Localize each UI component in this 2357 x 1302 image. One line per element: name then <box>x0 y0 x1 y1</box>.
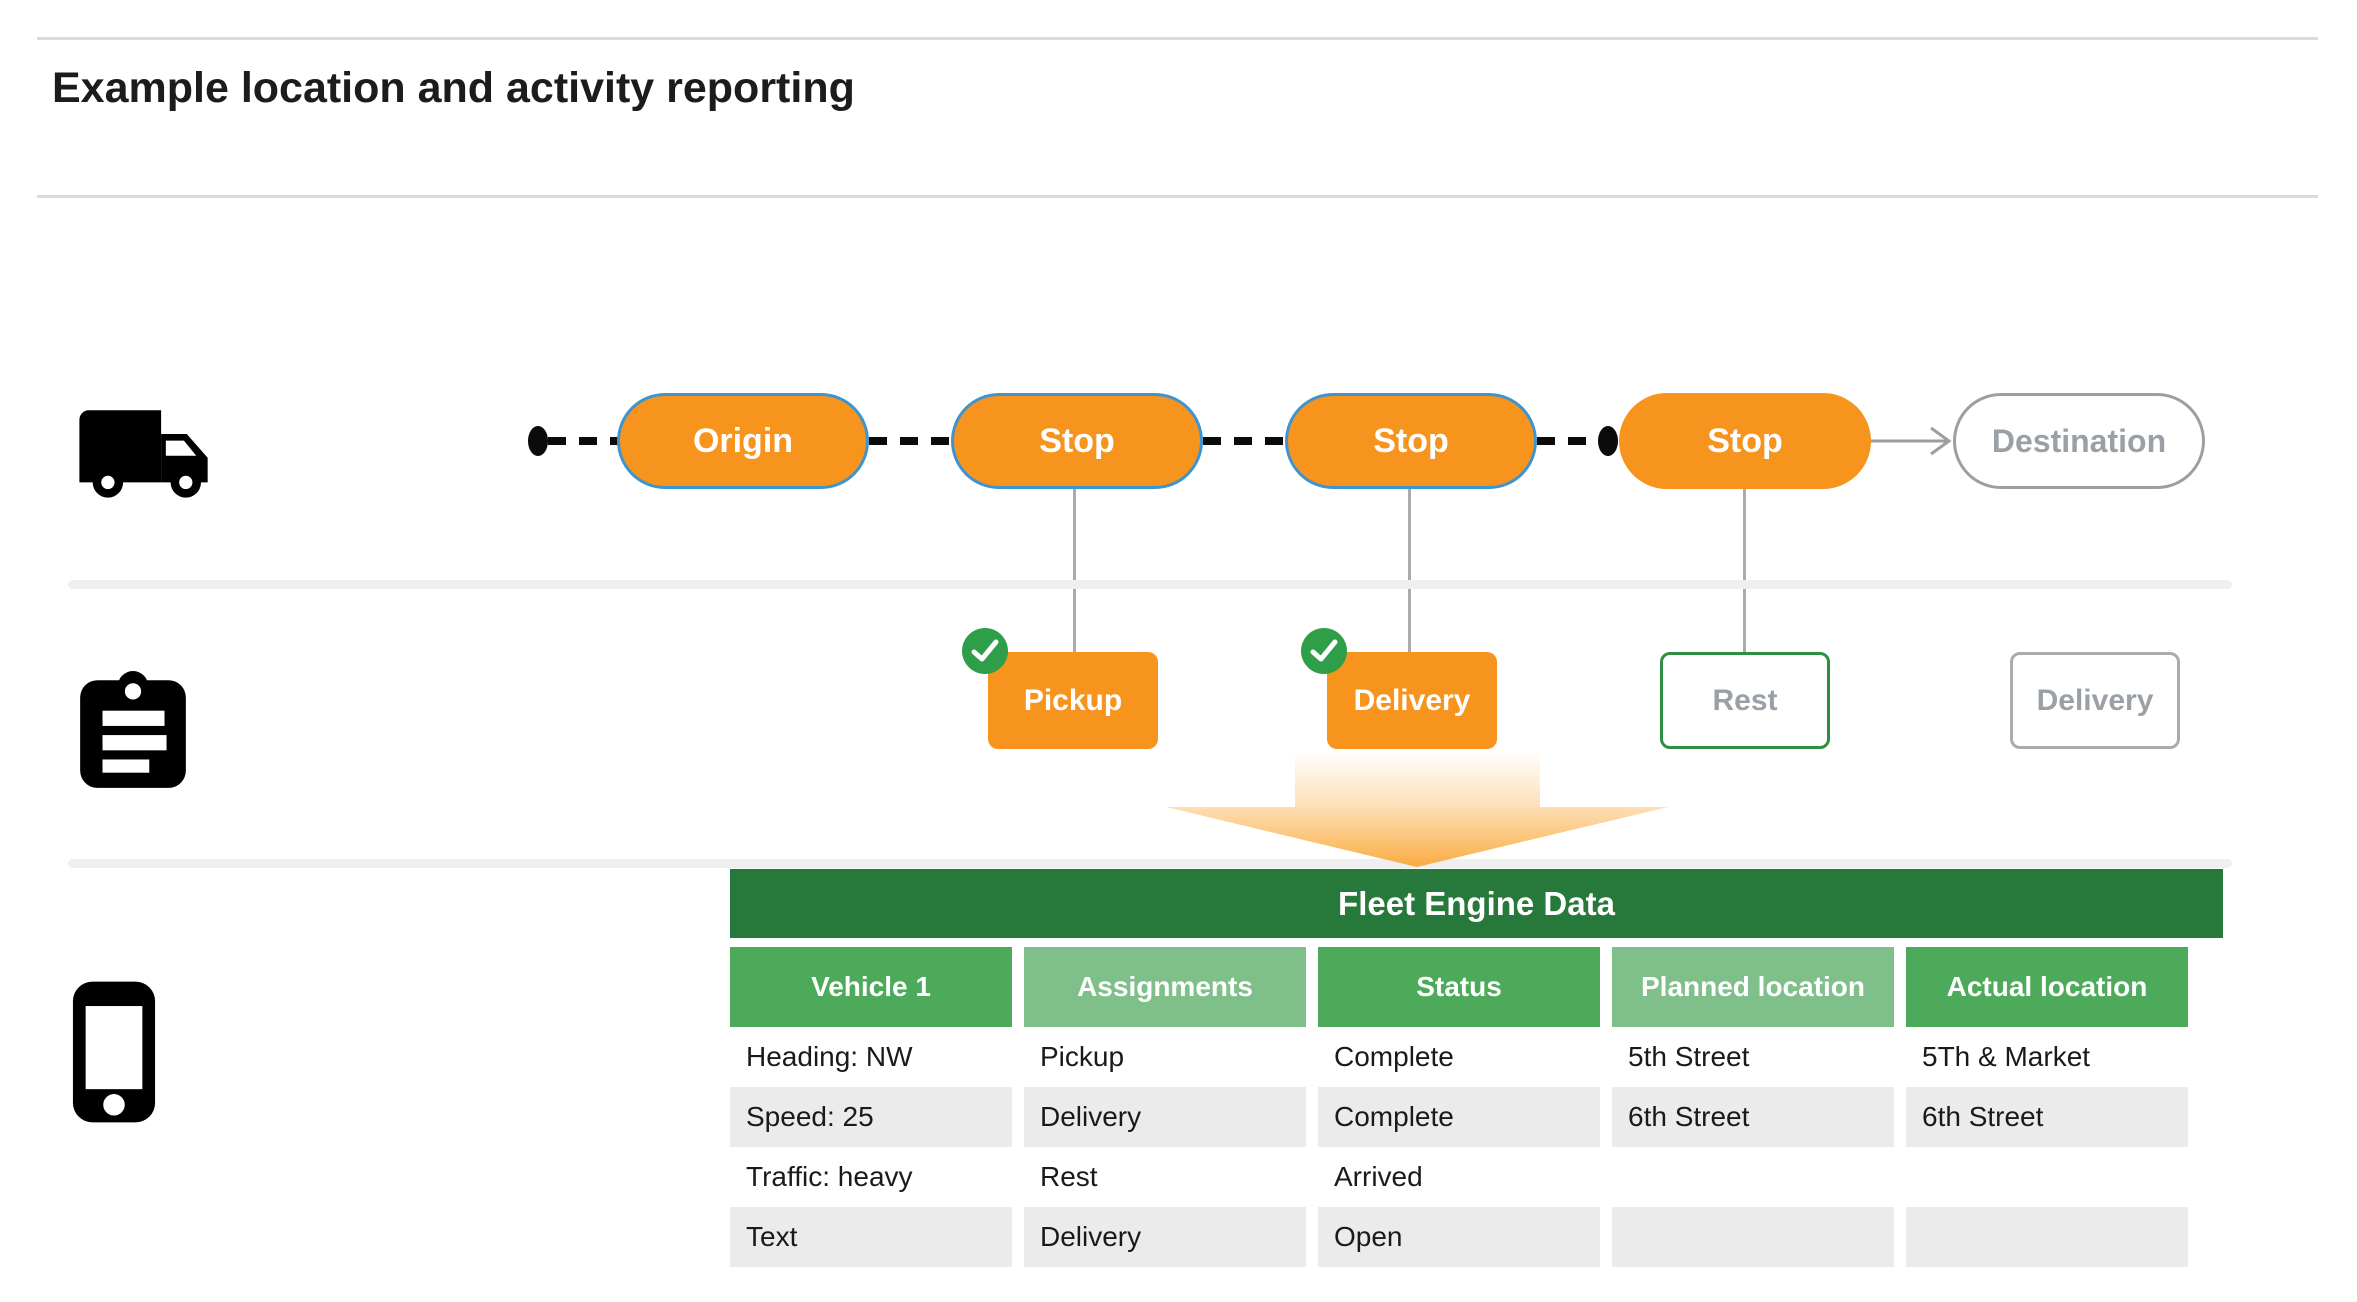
route-mid-dot <box>1598 426 1618 456</box>
table-cell: Delivery <box>1024 1207 1306 1267</box>
table-cell: 5Th & Market <box>1922 1041 2091 1072</box>
pill-label: Stop <box>1039 421 1115 460</box>
check-icon <box>1301 628 1347 674</box>
stop-activity-connector <box>1408 489 1411 652</box>
column-header-label: Assignments <box>1077 971 1253 1002</box>
table-cell: Text <box>730 1207 1012 1267</box>
column-header-vehicle: Vehicle 1 <box>730 947 1012 1027</box>
pill-label: Stop <box>1707 421 1783 460</box>
top-rule <box>37 37 2318 40</box>
table-cell: 5th Street <box>1628 1041 1750 1072</box>
page-title: Example location and activity reporting <box>52 64 855 112</box>
table-cell: Arrived <box>1334 1161 1423 1192</box>
table-cell: Pickup <box>1040 1041 1125 1072</box>
route-pill-origin: Origin <box>617 393 869 489</box>
activity-box-delivery-2: Delivery <box>2010 652 2180 749</box>
check-icon <box>962 628 1008 674</box>
clipboard-icon <box>72 668 194 792</box>
pill-label: Destination <box>1991 422 2167 459</box>
table-title: Fleet Engine Data <box>1338 884 1615 922</box>
phone-icon <box>70 978 158 1126</box>
truck-icon <box>68 396 220 508</box>
activity-box-pickup: Pickup <box>962 628 1158 749</box>
table-cell: Open <box>1318 1207 1600 1267</box>
table-cell: Complete <box>1318 1087 1600 1147</box>
stop-activity-connector <box>1073 489 1076 652</box>
header-bottom-rule <box>37 195 2318 198</box>
column-header-actual-location: Actual location <box>1906 947 2188 1027</box>
column-header-status: Status <box>1318 947 1600 1027</box>
table-title-bar: Fleet Engine Data <box>730 869 2223 938</box>
table-cell: Complete <box>1334 1041 1454 1072</box>
route-pill-stop-1: Stop <box>951 393 1203 489</box>
route-pill-stop-3: Stop <box>1619 393 1871 489</box>
activity-label: Pickup <box>1023 683 1123 717</box>
route-start-dot <box>528 426 548 456</box>
stop-activity-connector <box>1743 489 1746 652</box>
table-cell: Rest <box>1040 1161 1098 1192</box>
section-divider <box>68 580 2232 589</box>
table-cell: Heading: NW <box>746 1041 913 1072</box>
route-dash-segment <box>1203 437 1286 445</box>
table-cell: Speed: 25 <box>730 1087 1012 1147</box>
table-cell: Traffic: heavy <box>746 1161 913 1192</box>
route-dash-segment <box>1537 437 1599 445</box>
activity-label: Delivery <box>1353 683 1471 717</box>
route-pill-destination: Destination <box>1953 393 2205 489</box>
table-cell: 6th Street <box>1612 1087 1894 1147</box>
route-pill-stop-2: Stop <box>1285 393 1537 489</box>
pill-label: Origin <box>692 421 794 460</box>
activity-box-delivery-1: Delivery <box>1301 628 1497 749</box>
section-divider <box>68 859 2232 868</box>
activity-label: Rest <box>1712 683 1778 717</box>
column-header-assignments: Assignments <box>1024 947 1306 1027</box>
activity-box-rest: Rest <box>1660 652 1830 749</box>
column-header-label: Status <box>1416 971 1502 1002</box>
route-dash-segment <box>869 437 952 445</box>
table-cell: Delivery <box>1024 1087 1306 1147</box>
table-cell: 6th Street <box>1906 1087 2188 1147</box>
column-header-planned-location: Planned location <box>1612 947 1894 1027</box>
activity-label: Delivery <box>2036 683 2154 717</box>
flow-arrow-icon <box>1166 750 1668 867</box>
column-header-label: Vehicle 1 <box>811 971 931 1002</box>
destination-arrow-icon <box>1869 420 1957 462</box>
route-dash-segment <box>548 437 618 445</box>
table-cell <box>1906 1207 2188 1267</box>
pill-label: Stop <box>1373 421 1449 460</box>
column-header-label: Actual location <box>1946 971 2148 1002</box>
table-cell <box>1612 1207 1894 1267</box>
column-header-label: Planned location <box>1640 971 1866 1002</box>
